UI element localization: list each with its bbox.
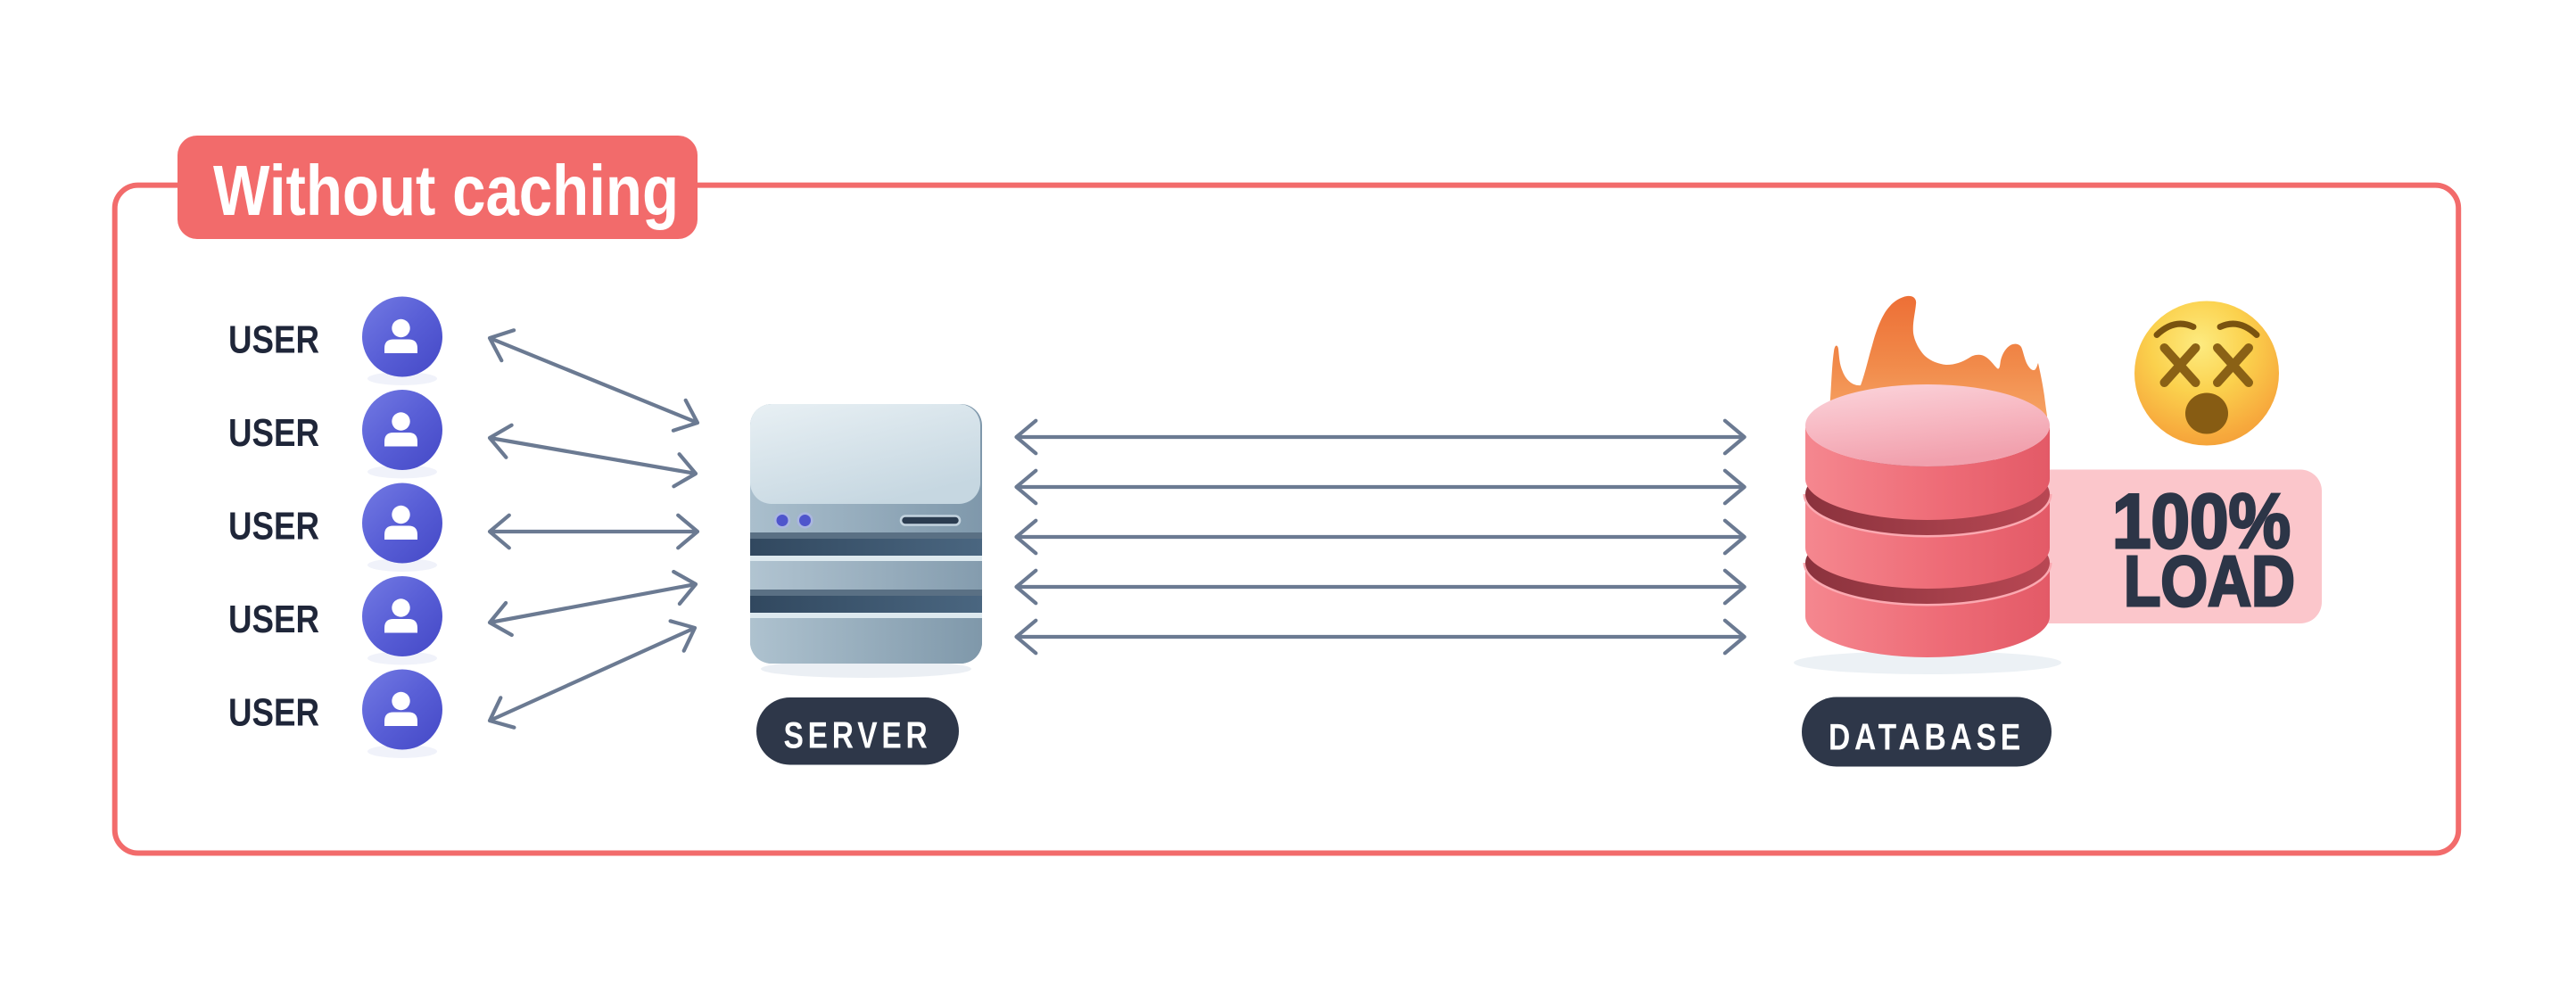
svg-text:USER: USER [228, 411, 319, 455]
svg-text:LOAD: LOAD [2124, 541, 2295, 621]
svg-text:SERVER: SERVER [784, 714, 932, 756]
svg-text:USER: USER [228, 598, 319, 641]
svg-text:Without caching: Without caching [213, 151, 679, 230]
svg-text:100%: 100% [2112, 479, 2291, 565]
svg-text:USER: USER [228, 505, 319, 549]
svg-text:USER: USER [228, 318, 319, 362]
svg-text:USER: USER [228, 691, 319, 735]
svg-text:DATABASE: DATABASE [1829, 716, 2025, 758]
